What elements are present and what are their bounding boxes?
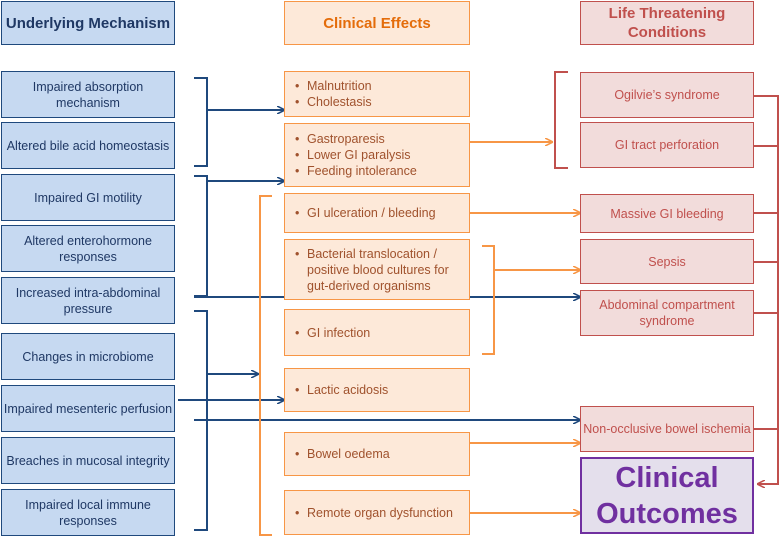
bracket-effects-group [259,195,272,536]
condition-sepsis: Sepsis [580,239,754,284]
line-conditions-to-outcomes [753,95,779,484]
mechanism-microbiome: Changes in microbiome [1,333,175,380]
header-underlying-mechanism: Underlying Mechanism [1,1,175,45]
effect-bowel-oedema: Bowel oedema [284,432,470,476]
mechanism-impaired-absorption: Impaired absorption mechanism [1,71,175,118]
effect-gi-ulceration: GI ulceration / bleeding [284,193,470,233]
condition-gi-perforation: GI tract perforation [580,122,754,168]
bracket-ogilvie-perforation [554,71,568,169]
mechanism-intra-abdominal-pressure: Increased intra-abdominal pressure [1,277,175,324]
effect-gastroparesis: GastroparesisLower GI paralysisFeeding i… [284,123,470,187]
mechanism-bile-acid: Altered bile acid homeostasis [1,122,175,169]
condition-bowel-ischemia: Non-occlusive bowel ischemia [580,406,754,452]
effect-remote-organ-dysfunction: Remote organ dysfunction [284,490,470,535]
mechanism-gi-motility: Impaired GI motility [1,174,175,221]
effect-lactic-acidosis: Lactic acidosis [284,368,470,412]
mechanism-mesenteric-perfusion: Impaired mesenteric perfusion [1,385,175,432]
header-clinical-effects: Clinical Effects [284,1,470,45]
bracket-translocation-infection [482,245,495,355]
mechanism-mucosal-integrity: Breaches in mucosal integrity [1,437,175,484]
clinical-outcomes: Clinical Outcomes [580,457,754,534]
effect-gi-infection: GI infection [284,309,470,356]
mechanism-immune-responses: Impaired local immune responses [1,489,175,536]
effect-bacterial-translocation: Bacterial translocation / positive blood… [284,239,470,300]
condition-abdominal-compartment: Abdominal compartment syndrome [580,290,754,336]
header-life-threatening: Life Threatening Conditions [580,1,754,45]
condition-massive-gi-bleeding: Massive GI bleeding [580,194,754,233]
condition-ogilvie: Ogilvie’s syndrome [580,72,754,118]
bracket-motility [194,175,208,297]
bracket-absorption-bile [194,77,208,167]
mechanism-enterohormone: Altered enterohormone responses [1,225,175,272]
effect-malnutrition-cholestasis: MalnutritionCholestasis [284,71,470,117]
